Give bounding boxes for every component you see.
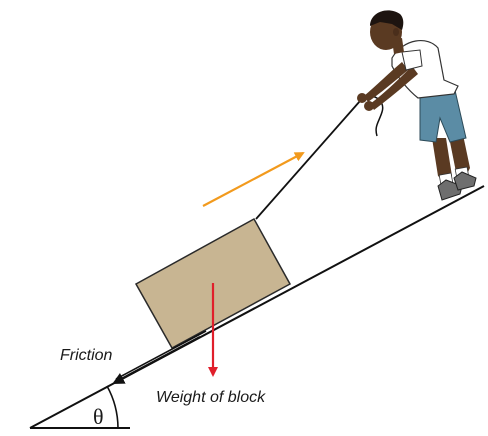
friction-label: Friction — [60, 347, 113, 364]
friction-arrow-line — [115, 330, 207, 380]
weight-label: Weight of block — [156, 389, 266, 406]
boy-pulling-rope-icon — [357, 10, 477, 201]
rope — [255, 100, 361, 220]
pull-arrow — [202, 152, 305, 207]
angle-label: θ — [93, 404, 104, 429]
incline-surface — [29, 185, 485, 429]
friction-arrow — [112, 335, 201, 385]
angle-arc — [106, 385, 119, 429]
